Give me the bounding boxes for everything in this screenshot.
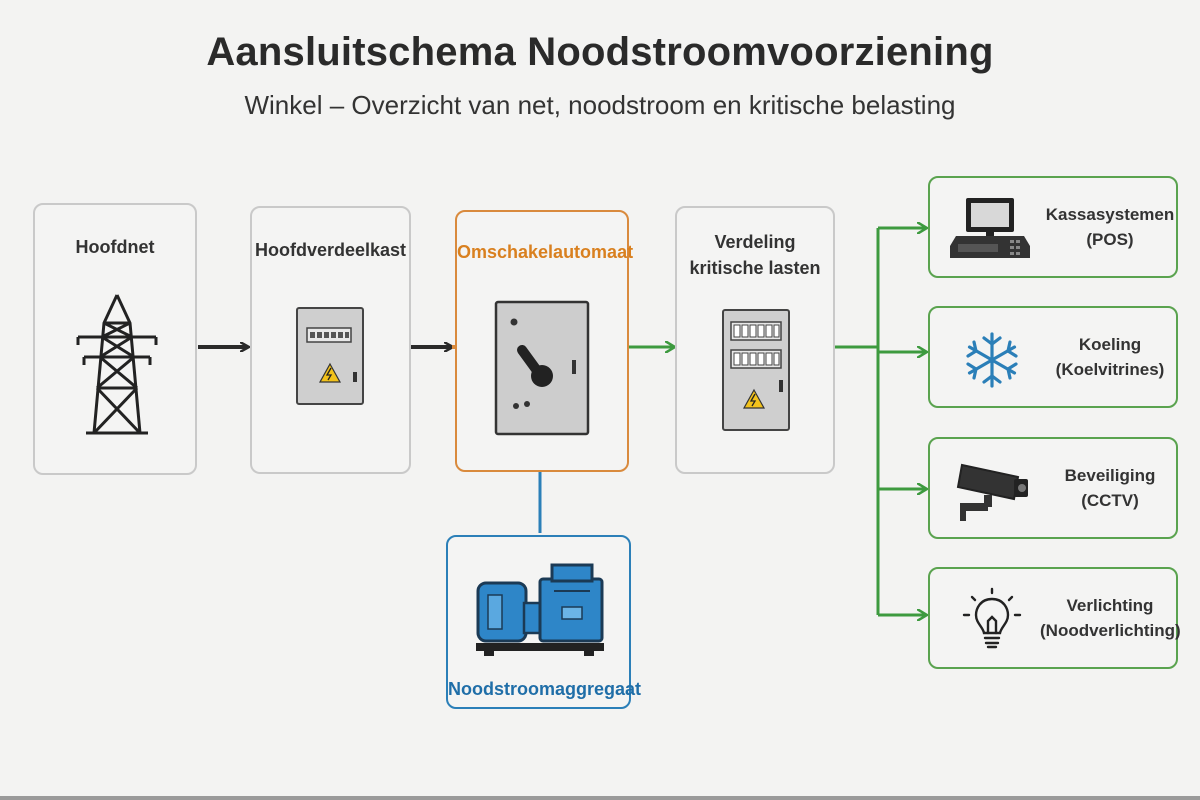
main-distribution-node[interactable]: Hoofdverdeelkast [250,206,411,474]
load-lighting-detail: (Noodverlichting) [1040,621,1181,640]
load-lighting[interactable]: Verlichting (Noodverlichting) [928,567,1181,669]
light-bulb-icon [962,587,1022,649]
power-pylon-icon [76,294,158,435]
load-pos-name: Kassasystemen [1045,205,1175,224]
load-cooling-label: Koeling (Koelvitrines) [1040,332,1180,382]
load-cooling-name: Koeling [1078,335,1142,354]
critical-distribution-node[interactable]: Verdeling kritische lasten [675,206,835,474]
load-lighting-name: Verlichting [1066,596,1154,615]
load-pos-detail: (POS) [1086,230,1134,249]
load-pos-label: Kassasystemen (POS) [1040,202,1180,252]
cctv-camera-icon [956,463,1028,521]
distribution-panel-icon [722,309,790,431]
load-security-label: Beveiliging (CCTV) [1040,463,1180,513]
grid-label: Hoofdnet [75,237,155,257]
critical-distribution-label-1: Verdeling [714,232,796,252]
load-pos[interactable]: Kassasystemen (POS) [928,176,1178,278]
diagram-subtitle: Winkel – Overzicht van net, noodstroom e… [244,90,956,120]
bottom-divider [0,796,1200,800]
load-cooling[interactable]: Koeling (Koelvitrines) [928,306,1178,408]
critical-distribution-label-2: kritische lasten [689,258,821,278]
pos-terminal-icon [950,198,1030,258]
load-security[interactable]: Beveiliging (CCTV) [928,437,1178,539]
load-cooling-detail: (Koelvitrines) [1055,360,1165,379]
generator-icon [476,563,604,656]
snowflake-icon [966,332,1018,388]
load-security-detail: (CCTV) [1081,491,1139,510]
generator-node[interactable]: Noodstroomaggregaat [446,535,642,709]
transfer-switch-node[interactable]: Omschakelautomaat [455,210,634,472]
electrical-cabinet-icon [296,307,364,405]
main-distribution-label: Hoofdverdeelkast [254,240,407,260]
transfer-switch-label: Omschakelautomaat [457,242,634,262]
load-security-name: Beveiliging [1064,466,1156,485]
transfer-switch-icon [494,300,590,436]
grid-node[interactable]: Hoofdnet [33,203,197,475]
load-lighting-label: Verlichting (Noodverlichting) [1040,593,1181,643]
generator-label: Noodstroomaggregaat [448,679,642,699]
diagram-title: Aansluitschema Noodstroomvoorziening [206,30,994,74]
